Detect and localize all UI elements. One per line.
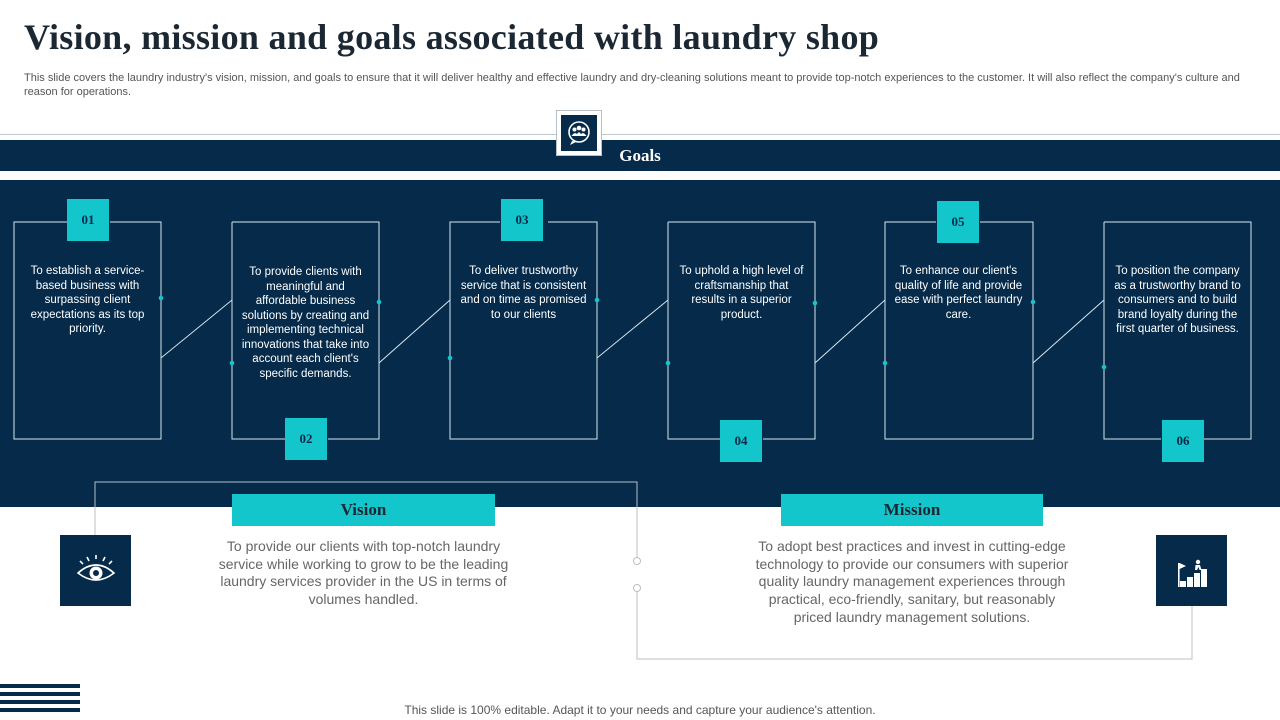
slide-subtitle: This slide covers the laundry industry's… xyxy=(24,72,1240,98)
goal-text: To establish a service-based business wi… xyxy=(30,265,145,335)
goal-text: To position the company as a trustworthy… xyxy=(1114,265,1241,335)
eye-icon xyxy=(60,535,131,606)
goal-number-badge: 01 xyxy=(67,199,109,241)
goal-text: To deliver trustworthy service that is c… xyxy=(460,265,587,321)
divider xyxy=(0,134,1280,135)
vision-heading: Vision xyxy=(232,494,495,526)
footer-note: This slide is 100% editable. Adapt it to… xyxy=(404,703,876,717)
goals-band xyxy=(0,140,1280,171)
mission-heading: Mission xyxy=(781,494,1043,526)
goals-icon-frame xyxy=(556,110,602,156)
goal-number-badge: 05 xyxy=(937,201,979,243)
decorative-stripes xyxy=(0,684,80,716)
goal-number-badge: 02 xyxy=(285,418,327,460)
goal-number-badge: 03 xyxy=(501,199,543,241)
team-chat-icon xyxy=(561,115,597,151)
goals-heading: Goals xyxy=(619,146,661,165)
goals-panel xyxy=(0,180,1280,507)
goal-text: To uphold a high level of craftsmanship … xyxy=(679,265,804,321)
goal-text: To provide clients with meaningful and a… xyxy=(241,266,370,380)
goal-text: To enhance our client's quality of life … xyxy=(894,265,1023,321)
slide-title: Vision, mission and goals associated wit… xyxy=(24,17,880,57)
goal-flag-stairs-icon xyxy=(1156,535,1227,606)
mission-text: To adopt best practices and invest in cu… xyxy=(755,538,1069,625)
goal-number-badge: 04 xyxy=(720,420,762,462)
goals-connector-lines xyxy=(13,221,1252,440)
vision-text: To provide our clients with top-notch la… xyxy=(218,538,509,608)
goal-number-badge: 06 xyxy=(1162,420,1204,462)
